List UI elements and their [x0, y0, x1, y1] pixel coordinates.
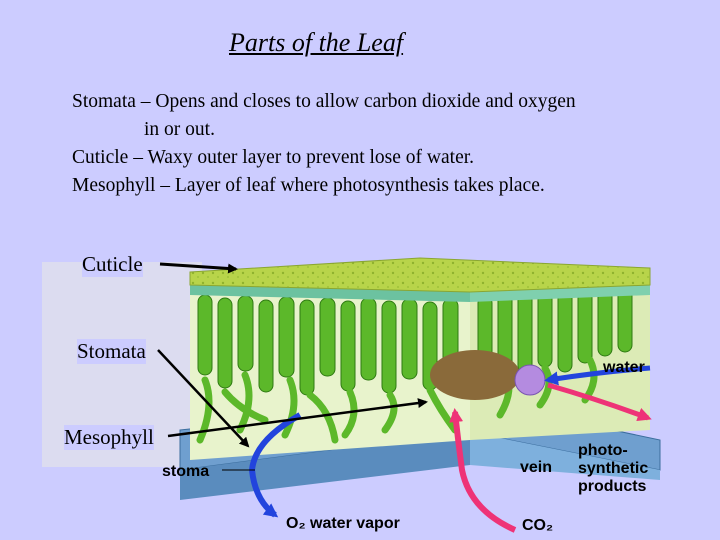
photo-label-2: synthetic — [578, 460, 648, 477]
definition-cuticle: Cuticle – Waxy outer layer to prevent lo… — [72, 147, 475, 168]
cuticle-layer — [189, 257, 651, 293]
vein-phloem — [514, 364, 546, 396]
co2-arrow — [449, 408, 517, 533]
upper-epidermis — [190, 285, 470, 302]
vein-bundle — [430, 350, 520, 400]
definition-stomata: Stomata – Opens and closes to allow carb… — [72, 91, 576, 140]
definitions-list: Stomata – Opens and closes to allow carb… — [72, 88, 712, 200]
definition-mesophyll: Mesophyll – Layer of leaf where photosyn… — [72, 175, 545, 196]
photo-label-1: photo- — [578, 442, 628, 459]
stomata-pointer — [157, 349, 250, 448]
water-label: water — [602, 359, 645, 376]
stomata-callout: Stomata — [77, 339, 146, 364]
vein-label: vein — [520, 459, 552, 476]
photo-label-3: products — [578, 478, 647, 495]
o2-water-vapor-label: O₂ water vapor — [286, 515, 400, 532]
stoma-label: stoma — [162, 463, 209, 480]
water-arrow — [544, 365, 651, 386]
cuticle-pointer — [159, 262, 238, 274]
mesophyll-callout: Mesophyll — [64, 425, 154, 450]
cuticle-callout: Cuticle — [82, 252, 143, 277]
co2-label: CO₂ — [522, 517, 553, 534]
mesophyll-pointer — [167, 398, 428, 438]
products-arrow — [547, 382, 652, 422]
page-title: Parts of the Leaf — [229, 28, 404, 57]
